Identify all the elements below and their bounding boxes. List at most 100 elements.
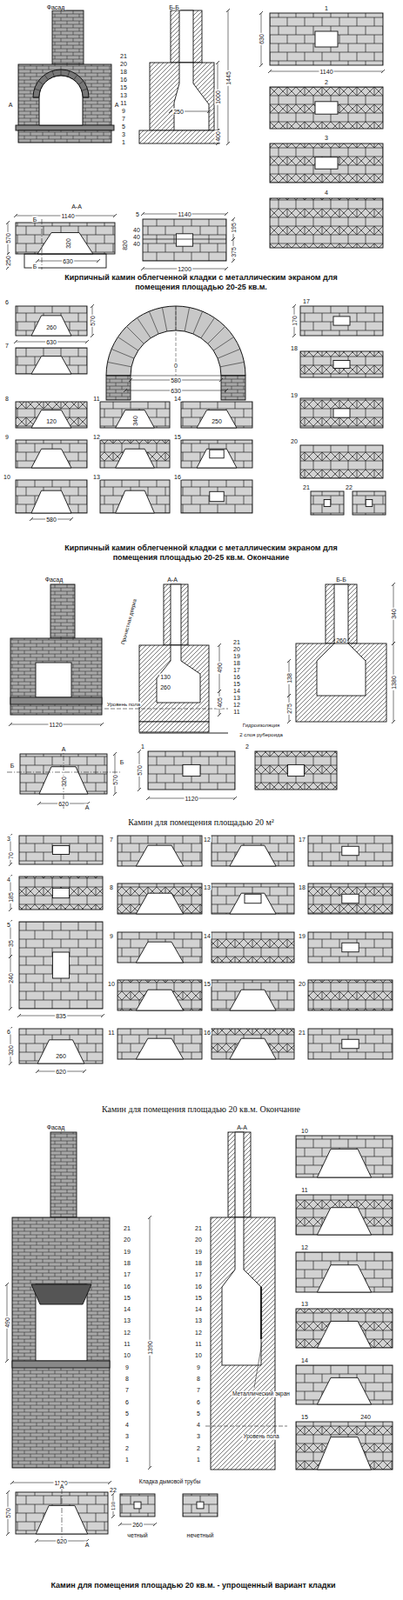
line xyxy=(226,141,230,146)
drawing-label: А xyxy=(59,1484,66,1492)
line xyxy=(100,723,104,727)
drawing-label: 10 xyxy=(194,1353,203,1360)
line xyxy=(5,1360,9,1364)
drawing-label: Уровень пола xyxy=(241,1435,280,1442)
line xyxy=(287,694,291,699)
drawing-label: 13 xyxy=(232,695,242,702)
drawing-label: Б-Б xyxy=(335,577,348,584)
drawing-label: 630 xyxy=(169,388,182,395)
drawing-label: 5 xyxy=(195,1410,202,1418)
brick-course-plan xyxy=(269,198,383,249)
firebox-opening xyxy=(37,233,94,255)
drawing-label: 7 xyxy=(124,1388,130,1395)
line xyxy=(208,326,226,344)
drawing-label: 16 xyxy=(173,474,182,481)
drawing-label: 6 xyxy=(6,1029,12,1036)
line xyxy=(391,642,396,646)
firebox-opening xyxy=(31,410,72,429)
brick-course-plan xyxy=(211,1029,295,1061)
drawing-label: 490 xyxy=(216,662,223,675)
drawing-label: 21 xyxy=(232,639,242,646)
line xyxy=(123,389,128,393)
line xyxy=(287,720,291,725)
drawing-label: 20 xyxy=(122,1237,132,1244)
flue-opening xyxy=(342,846,359,857)
line xyxy=(226,8,230,13)
drawing-label: Фасад xyxy=(46,1125,67,1132)
firebox-opening xyxy=(229,846,276,867)
firebox-section xyxy=(221,1218,262,1367)
line xyxy=(113,752,117,757)
brick-course-plan xyxy=(300,445,383,479)
drawing-label: 20 xyxy=(232,646,242,653)
drawing-label: 320 xyxy=(7,1045,14,1058)
drawing-label: 21 xyxy=(194,1226,203,1233)
drawing-label: А xyxy=(60,746,68,753)
line xyxy=(217,690,222,694)
drawing-label: 185 xyxy=(7,892,14,905)
drawing-label: 13 xyxy=(300,1302,309,1309)
drawing-label: 12 xyxy=(202,837,212,844)
drawing-label: 12 xyxy=(232,702,242,709)
drawing-label: 5 xyxy=(134,211,141,218)
drawing-label: 22 xyxy=(108,1488,118,1495)
flue-opening xyxy=(288,765,305,777)
drawing-label: 570 xyxy=(136,765,143,778)
line xyxy=(153,1524,157,1528)
drawing-label: 1120 xyxy=(183,796,199,803)
brick-course-plan xyxy=(147,752,236,791)
line xyxy=(38,80,44,85)
facade xyxy=(12,1218,110,1470)
line xyxy=(82,97,89,99)
drawing-label: 15 xyxy=(232,681,242,688)
foundation xyxy=(139,722,209,733)
firebox-opening xyxy=(35,663,72,699)
line xyxy=(128,378,133,383)
line xyxy=(268,69,272,74)
line xyxy=(142,239,227,241)
drawing-label: А-А xyxy=(70,203,83,210)
drawing-label: 8 xyxy=(124,1376,130,1383)
drawing-label: 0 xyxy=(173,362,179,370)
flue-opening xyxy=(315,101,338,115)
caption: Камин для помещения площадью 20 м² xyxy=(26,818,377,829)
drawing-label: 14 xyxy=(300,1358,309,1365)
hearth xyxy=(12,1362,110,1370)
brick-course-plan xyxy=(100,402,170,429)
drawing-label: 21 xyxy=(122,1226,132,1233)
drawing-label: 3 xyxy=(120,131,127,138)
flue-opening xyxy=(315,157,338,170)
line xyxy=(220,362,244,367)
drawing-label: 5 xyxy=(6,922,12,929)
brick-course-plan xyxy=(269,143,383,183)
line xyxy=(104,709,229,711)
firebox-opening xyxy=(196,449,237,469)
line xyxy=(217,713,222,718)
drawing-label: 120 xyxy=(45,418,58,425)
drawing-label: 240 xyxy=(359,1415,372,1422)
drawing-label: 16 xyxy=(232,674,242,681)
drawing-label: 250 xyxy=(210,418,223,425)
drawing-label: 3 xyxy=(6,836,12,843)
firebox-opening xyxy=(39,75,83,126)
drawing-label: 1 xyxy=(140,744,146,751)
drawing-label: А-А xyxy=(166,577,179,584)
drawing-label: 340 xyxy=(390,608,397,621)
drawing-label: 2 xyxy=(323,79,330,86)
chimney-section xyxy=(170,10,202,63)
line xyxy=(60,69,62,76)
drawing-label: 18 xyxy=(297,885,307,892)
drawing-label: 14 xyxy=(232,688,242,695)
line xyxy=(52,71,54,78)
line xyxy=(137,317,152,338)
drawing-label: Б-Б xyxy=(167,4,181,11)
flue xyxy=(170,584,182,646)
brick-course-plan xyxy=(117,836,202,867)
line xyxy=(8,908,13,913)
drawing-label: 20 xyxy=(289,438,299,445)
drawing-label: 16 xyxy=(194,1283,203,1290)
facade xyxy=(18,64,112,131)
drawing-label: 250 xyxy=(5,255,12,268)
firebox-opening xyxy=(135,1039,183,1061)
line xyxy=(113,792,117,797)
